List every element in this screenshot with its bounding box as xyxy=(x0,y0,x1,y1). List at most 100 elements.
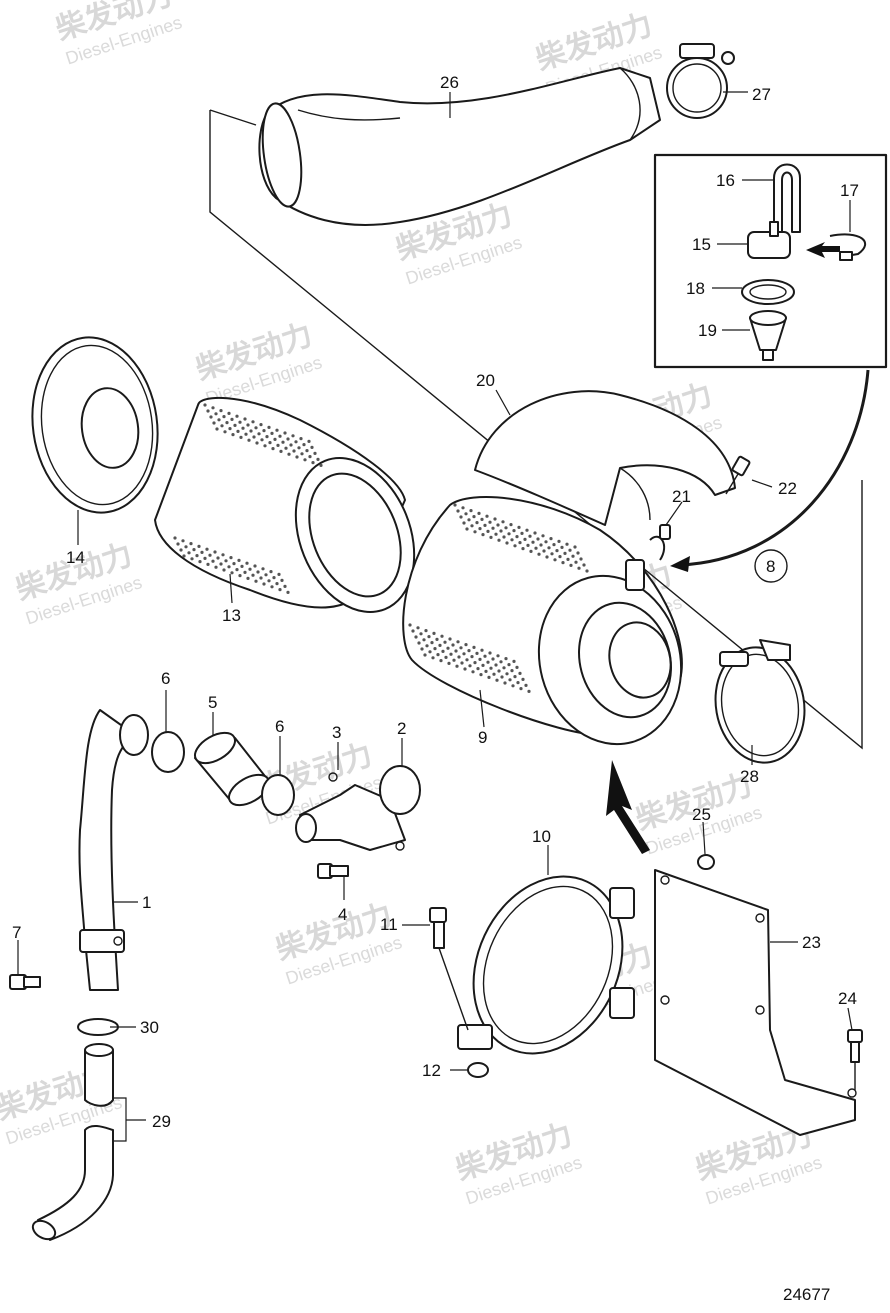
perforation-dot xyxy=(408,623,412,627)
perforation-dot xyxy=(275,428,279,432)
callout-14: 14 xyxy=(66,548,85,567)
perforation-dot xyxy=(499,660,503,664)
callout-24: 24 xyxy=(838,989,857,1008)
perforation-dot xyxy=(283,584,287,589)
perforation-dot xyxy=(521,677,525,682)
perforation-dot xyxy=(254,579,258,583)
callout-1: 1 xyxy=(142,893,151,912)
perforation-dot xyxy=(310,445,314,449)
callout-9: 9 xyxy=(478,728,487,747)
perforation-dot xyxy=(483,654,487,658)
perforation-dot xyxy=(200,550,204,555)
perforation-dot xyxy=(475,651,479,656)
perforation-dot xyxy=(485,514,489,518)
callout-2: 2 xyxy=(397,719,406,738)
pipe-1 xyxy=(78,709,149,991)
perforation-dot xyxy=(462,652,466,656)
perforation-dot xyxy=(428,650,432,654)
perforation-dot xyxy=(277,572,281,577)
perforation-dot xyxy=(190,557,194,561)
perforation-dot xyxy=(440,634,444,638)
intake-hose-26 xyxy=(258,67,661,226)
perforation-dot xyxy=(471,670,475,674)
leader-lines xyxy=(17,91,853,1142)
perforation-dot xyxy=(228,427,232,431)
fitting-21 xyxy=(659,524,671,540)
perforation-dot xyxy=(576,551,580,555)
perforation-dot xyxy=(473,661,477,665)
perforation-dot xyxy=(294,440,298,444)
callout-7: 7 xyxy=(12,923,21,942)
perforation-dot xyxy=(536,537,540,541)
perforation-dot xyxy=(496,523,500,527)
perforation-dot xyxy=(459,646,463,650)
perforation-dot xyxy=(446,646,450,650)
perforation-dot xyxy=(179,548,183,552)
callout-16: 16 xyxy=(716,171,735,190)
perforation-dot xyxy=(303,458,307,462)
perforation-dot xyxy=(220,424,224,428)
perforation-dot xyxy=(243,570,247,575)
perforation-dot xyxy=(195,554,199,558)
perforation-dot xyxy=(444,655,448,660)
callout-22: 22 xyxy=(778,479,797,498)
callout-28: 28 xyxy=(740,767,759,786)
perforation-dot xyxy=(464,512,468,516)
perforation-dot xyxy=(267,579,271,583)
perforation-dot xyxy=(560,545,564,550)
perforation-dot xyxy=(487,675,491,680)
perforation-dot xyxy=(563,551,567,556)
perforation-dot xyxy=(456,509,460,513)
perforation-dot xyxy=(239,435,243,439)
perforation-dot xyxy=(205,547,209,551)
perforation-dot xyxy=(504,526,508,530)
perforation-dot xyxy=(483,523,487,528)
perforation-dot xyxy=(247,438,251,442)
hose-clamp-6a xyxy=(151,731,185,773)
perforation-dot xyxy=(527,689,531,694)
perforation-dot xyxy=(214,565,218,569)
callout-30: 30 xyxy=(140,1018,159,1037)
perforation-dot xyxy=(211,406,215,410)
perforation-dot xyxy=(198,560,202,564)
perforation-dot xyxy=(470,524,474,528)
bolt-11 xyxy=(429,907,469,1031)
callout-21: 21 xyxy=(672,487,691,506)
end-cover-14 xyxy=(31,336,159,514)
perforation-dot xyxy=(521,547,525,551)
filter-housing-perforation xyxy=(408,503,589,694)
perforation-dot xyxy=(281,440,285,444)
perforation-dot xyxy=(272,576,276,580)
callout-curve-arrow xyxy=(679,369,870,567)
perforation-dot xyxy=(432,631,436,636)
perforation-dot xyxy=(508,678,512,682)
callout-23: 23 xyxy=(802,933,821,952)
callout-labels: 26 27 16 17 15 18 19 20 21 22 8 14 13 9 … xyxy=(12,73,859,1131)
perforation-dot xyxy=(517,525,521,530)
perforation-dot xyxy=(232,562,236,566)
perforation-dot xyxy=(553,558,557,562)
perforation-dot xyxy=(472,645,476,650)
perforation-dot xyxy=(544,540,548,544)
washer-25 xyxy=(697,854,715,870)
band-clamp-28 xyxy=(714,639,806,764)
perforation-dot xyxy=(513,544,517,548)
perforation-dot xyxy=(270,431,274,435)
perforation-dot xyxy=(515,535,519,539)
perforation-dot xyxy=(235,568,239,572)
perforation-dot xyxy=(454,649,458,653)
bolt-4 xyxy=(317,863,349,879)
perforation-dot xyxy=(313,451,317,455)
perforation-dot xyxy=(261,567,265,571)
perforation-dot xyxy=(280,578,284,583)
perforation-dot xyxy=(263,444,267,448)
perforation-dot xyxy=(489,535,493,540)
perforation-dot xyxy=(507,663,511,667)
perforation-dot xyxy=(574,560,578,564)
perforation-dot xyxy=(436,653,440,657)
callout-15: 15 xyxy=(692,235,711,254)
perforation-dot xyxy=(259,576,263,580)
perforation-dot xyxy=(287,452,291,456)
perforation-dot xyxy=(512,659,516,664)
perforation-dot xyxy=(470,655,474,659)
